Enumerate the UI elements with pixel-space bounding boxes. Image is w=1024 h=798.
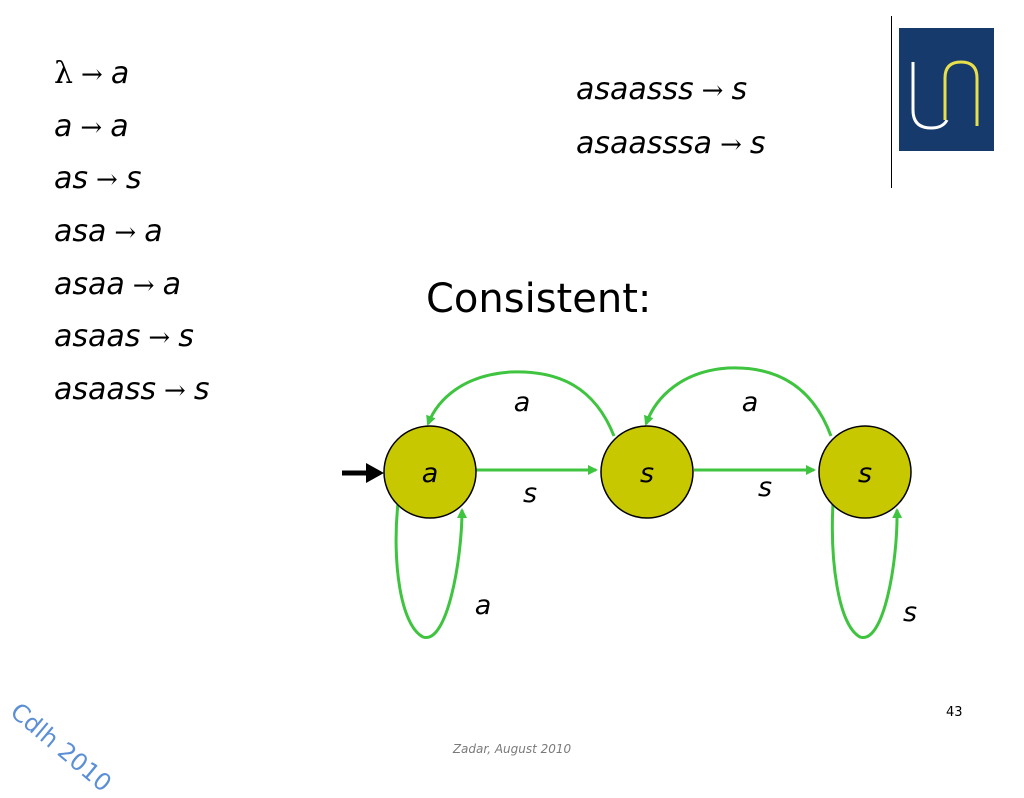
rule-lhs: asaas (54, 319, 141, 355)
university-logo (899, 28, 994, 151)
edge-label: a (514, 387, 531, 418)
rule-arrow: → (114, 218, 137, 249)
rule-row: asa→a (54, 210, 209, 263)
state-s2 (818, 425, 912, 519)
rule-rhs: s (125, 161, 142, 197)
rule-row: asaasss→s (576, 68, 766, 122)
rule-lhs: λ (54, 56, 74, 91)
rule-row: asaass→s (54, 368, 209, 421)
edge-label: s (523, 478, 537, 509)
rule-rhs: a (110, 56, 130, 91)
rule-lhs: a (54, 108, 73, 144)
rule-row: asaas→s (54, 315, 209, 368)
rule-rhs: a (162, 266, 181, 302)
rules-list-right: asaasss→s asaasssa→s (576, 68, 766, 176)
rule-row: asaa→a (54, 263, 209, 316)
state-label: a (422, 458, 439, 489)
edge-s1-to-a (426, 370, 616, 437)
automaton-diagram: a s s s s a a a s (342, 366, 917, 639)
edge-label: a (742, 387, 759, 418)
footer-text: Zadar, August 2010 (452, 742, 572, 756)
rule-rhs: s (178, 319, 194, 355)
rule-lhs: asaasss (576, 72, 694, 107)
rule-arrow: → (80, 112, 103, 143)
rule-lhs: asaa (54, 266, 125, 302)
self-loop-edge-s (830, 502, 903, 639)
diagram-title: Consistent: (426, 276, 652, 322)
state-label: s (858, 458, 872, 489)
state-s1 (600, 425, 694, 519)
rule-rhs: s (749, 126, 766, 161)
logo-graphic (911, 60, 979, 130)
rule-row: λ→a (54, 52, 209, 105)
state-label: s (640, 458, 654, 489)
logo-divider (891, 16, 892, 188)
page-number: 43 (946, 705, 963, 720)
state-a (383, 425, 477, 519)
rule-arrow: → (720, 130, 742, 160)
rules-list-left: λ→a a→a as→s asa→a asaa→a asaas→s asaass… (54, 52, 209, 421)
edge-label: s (903, 597, 917, 628)
rule-row: as→s (54, 157, 209, 210)
rule-lhs: as (54, 161, 89, 197)
rule-arrow: → (81, 60, 103, 90)
rule-arrow: → (96, 165, 118, 196)
rule-lhs: asa (54, 214, 107, 250)
edge-label: s (758, 472, 772, 503)
initial-arrow-head (366, 463, 384, 483)
edge-s2-to-s1 (643, 366, 833, 437)
rule-arrow: → (164, 376, 186, 407)
rule-rhs: s (193, 372, 210, 408)
rule-rhs: s (731, 72, 748, 107)
self-loop-edge-a (394, 502, 467, 639)
rule-arrow: → (132, 270, 155, 301)
rule-row: asaasssa→s (576, 122, 766, 176)
rule-arrow: → (701, 76, 724, 106)
rule-lhs: asaasssa (576, 126, 713, 161)
rule-rhs: a (110, 108, 129, 144)
rule-arrow: → (148, 323, 171, 354)
rule-rhs: a (144, 214, 163, 250)
rule-lhs: asaass (54, 372, 157, 408)
rule-row: a→a (54, 105, 209, 158)
edge-label: a (475, 590, 492, 621)
